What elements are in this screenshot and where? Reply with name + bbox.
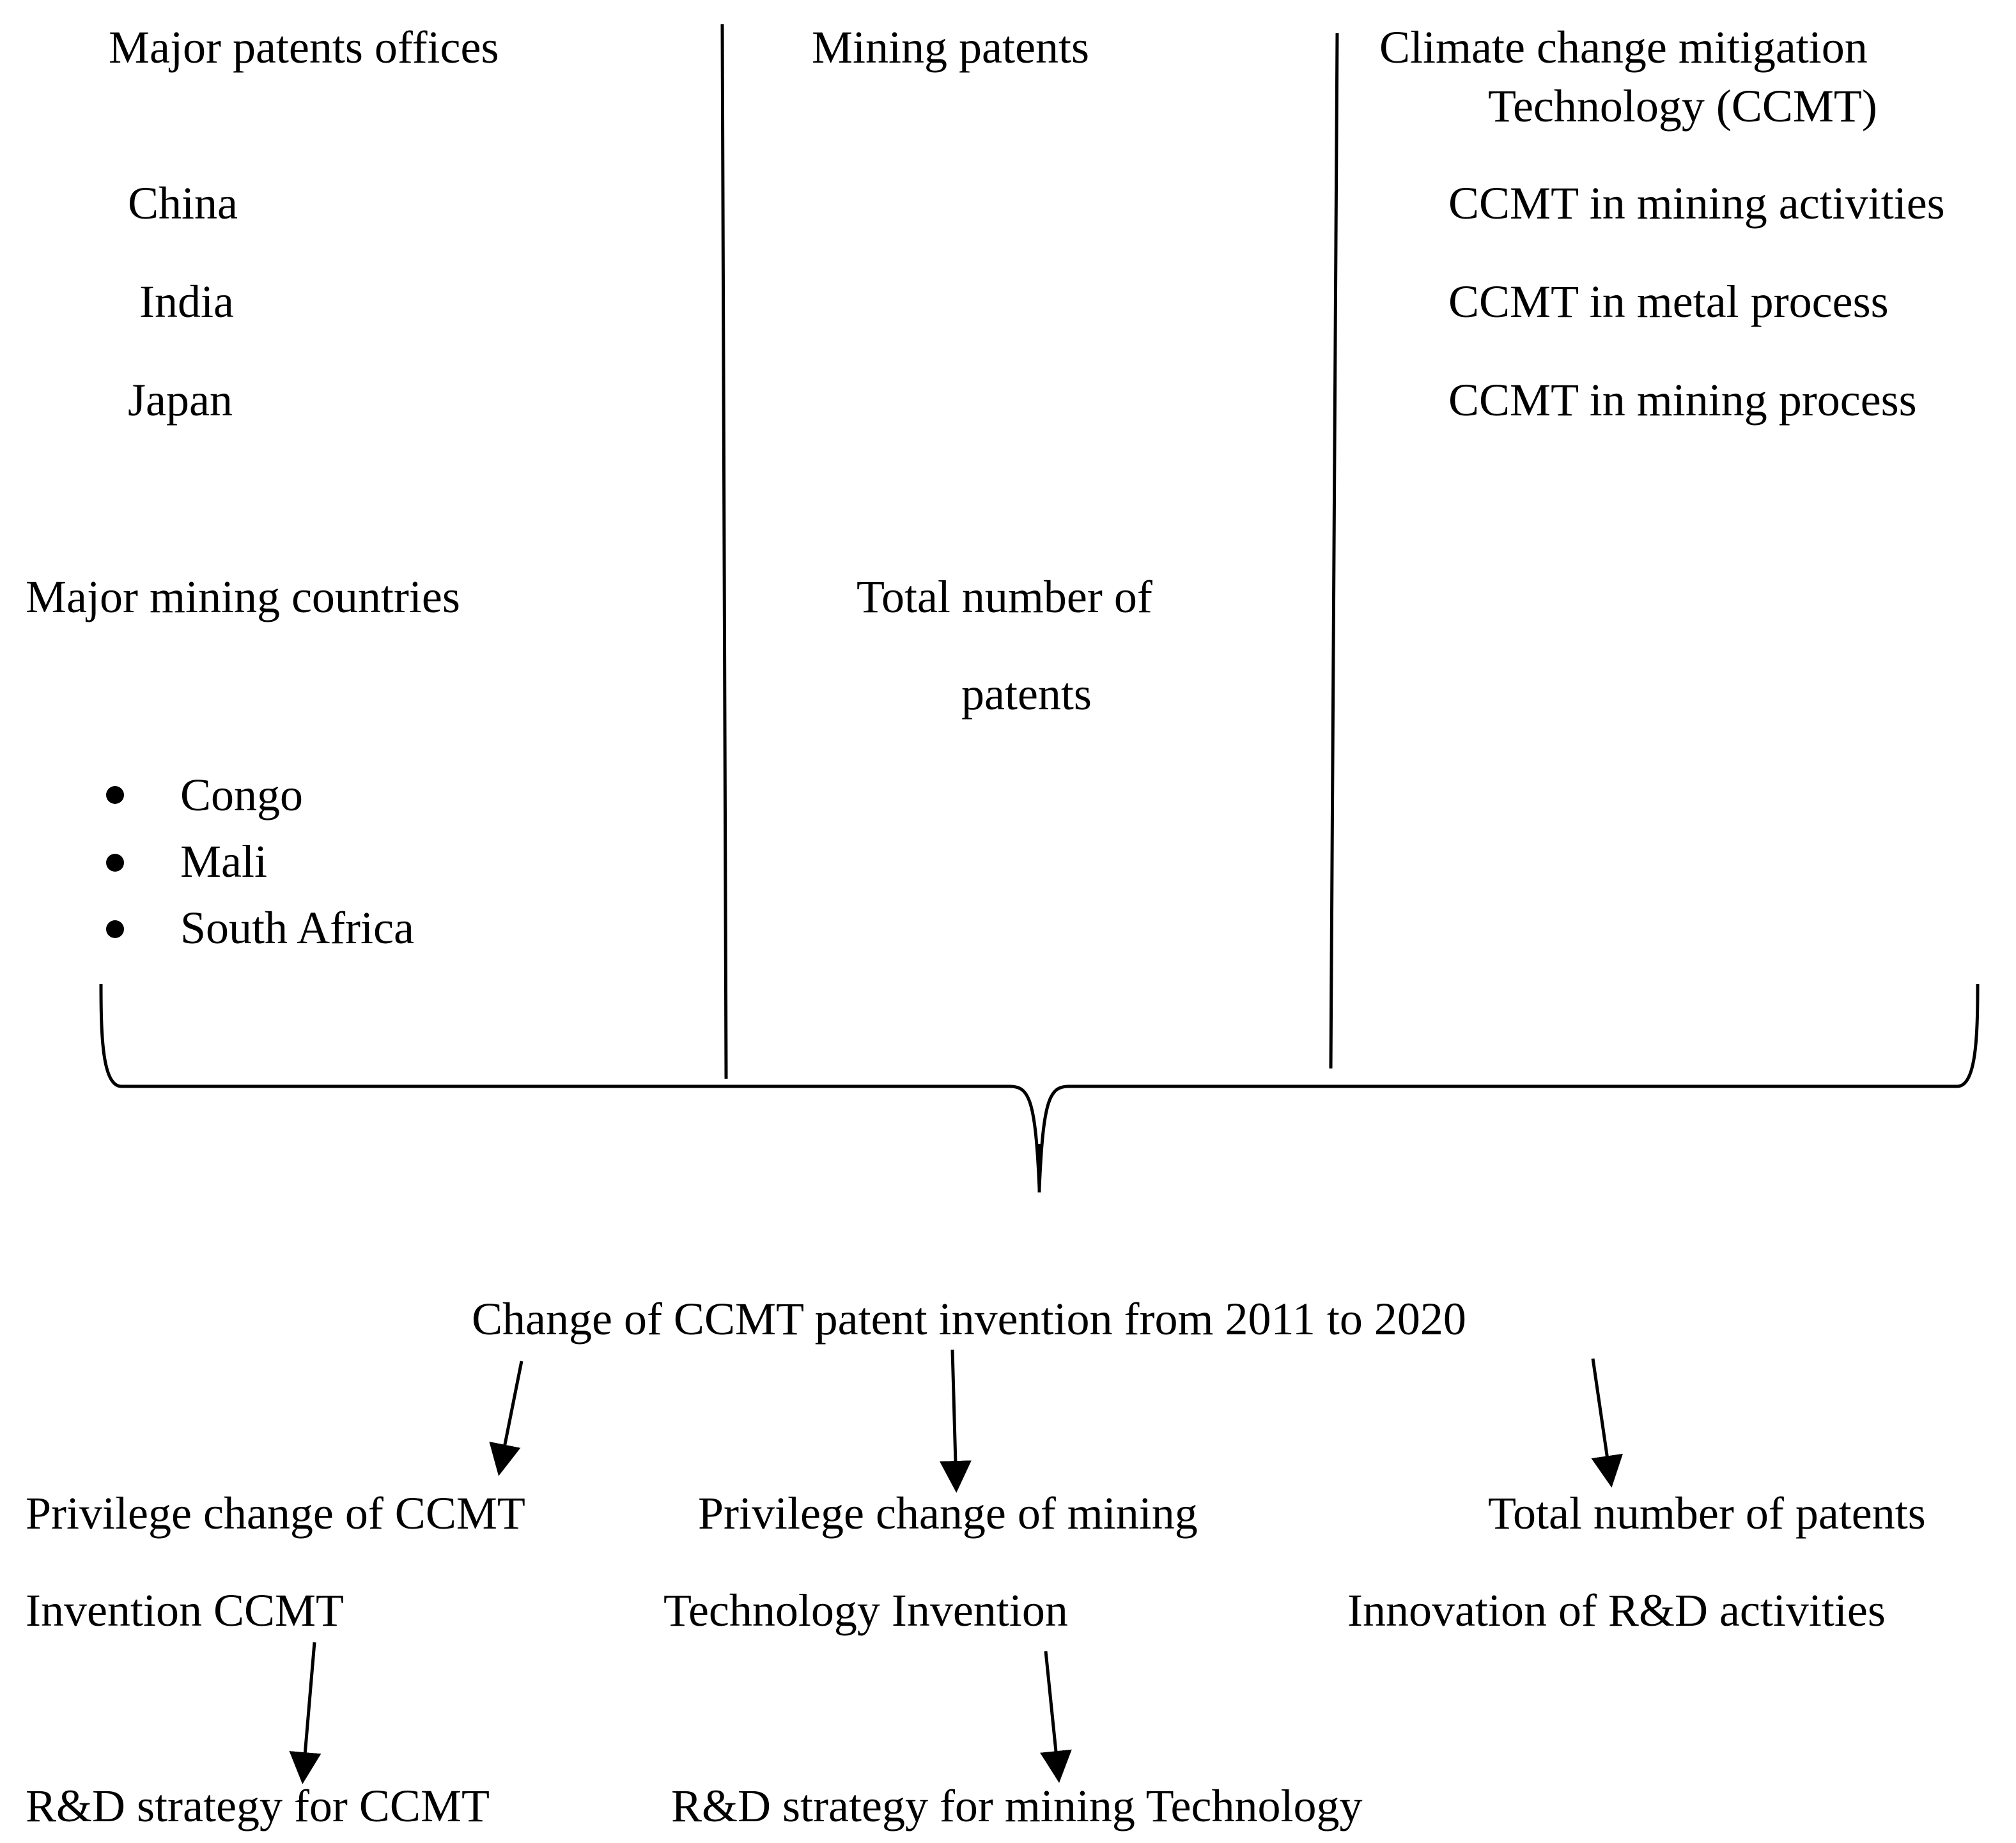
country-south-africa: South Africa	[180, 902, 414, 953]
ccmt-item-metal-process: CCMT in metal process	[1448, 276, 1889, 327]
strategy-ccmt: R&D strategy for CCMT	[26, 1780, 490, 1831]
total-patents-line2: patents	[961, 668, 1092, 720]
outcome-middle-line1: Privilege change of mining	[698, 1488, 1198, 1539]
bullet-icon	[106, 786, 124, 804]
outcome-left-line1: Privilege change of CCMT	[26, 1488, 525, 1539]
ccmt-heading-line2: Technology (CCMT)	[1488, 81, 1877, 132]
divider-left	[720, 24, 728, 1079]
bullet-icon	[106, 920, 124, 938]
office-india: India	[139, 276, 234, 327]
country-congo: Congo	[180, 769, 304, 821]
office-china: China	[128, 178, 238, 229]
outcome-right-line1: Total number of patents	[1488, 1488, 1926, 1539]
divider-right	[1329, 33, 1339, 1069]
arrow-to-ccmt-privilege	[489, 1361, 523, 1476]
mining-patents-heading: Mining patents	[812, 22, 1089, 73]
total-patents-line1: Total number of	[857, 571, 1152, 622]
arrow-to-mining-privilege	[939, 1349, 972, 1493]
arrow-to-total-patents	[1591, 1358, 1623, 1488]
country-mali: Mali	[180, 836, 267, 887]
office-japan: Japan	[128, 374, 233, 426]
major-patent-offices-heading: Major patents offices	[109, 22, 499, 73]
ccmt-heading-line1: Climate change mitigation	[1379, 22, 1868, 73]
arrow-to-ccmt-strategy	[289, 1642, 322, 1784]
ccmt-item-mining-activities: CCMT in mining activities	[1448, 178, 1945, 229]
bullet-icon	[106, 854, 124, 872]
outcome-left-line2: Invention CCMT	[26, 1585, 344, 1636]
outcome-middle-line2: Technology Invention	[663, 1585, 1068, 1636]
outcome-right-line2: Innovation of R&D activities	[1347, 1585, 1886, 1636]
ccmt-item-mining-process: CCMT in mining process	[1448, 374, 1917, 426]
major-mining-countries-heading: Major mining countries	[26, 571, 460, 622]
center-title: Change of CCMT patent invention from 201…	[472, 1293, 1466, 1345]
strategy-mining-technology: R&D strategy for mining Technology	[671, 1780, 1363, 1831]
arrow-to-mining-strategy	[1040, 1651, 1072, 1783]
